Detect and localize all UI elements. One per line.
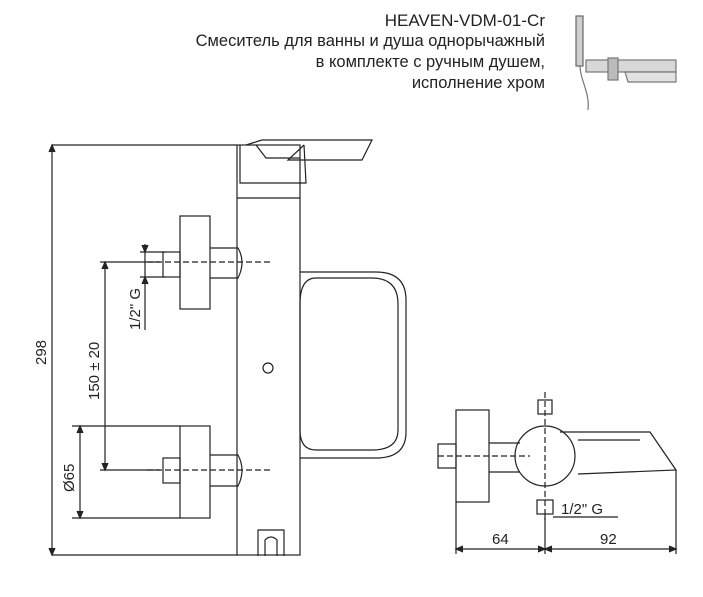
side-view bbox=[437, 392, 678, 520]
label-diameter: Ø65 bbox=[61, 464, 78, 492]
dim-center-distance bbox=[100, 260, 160, 472]
label-center-distance: 150 ± 20 bbox=[86, 342, 103, 400]
mixer-with-hand-shower-thumbnail-icon bbox=[575, 15, 677, 111]
front-view bbox=[100, 139, 407, 556]
product-model: HEAVEN-VDM-01-Cr bbox=[384, 11, 545, 30]
product-description-line-2: в комплекте с ручным душем, bbox=[315, 53, 545, 71]
label-depth-64: 64 bbox=[492, 531, 509, 548]
label-thread-left: 1/2" G bbox=[127, 288, 144, 330]
dim-side-depth bbox=[454, 470, 678, 554]
label-height-298: 298 bbox=[33, 340, 50, 365]
dim-diameter bbox=[72, 424, 100, 520]
header-block: HEAVEN-VDM-01-Cr Смеситель для ванны и д… bbox=[196, 10, 545, 94]
dim-height-298 bbox=[48, 143, 237, 557]
label-depth-92: 92 bbox=[600, 531, 617, 548]
label-thread-side: 1/2" G bbox=[561, 501, 603, 518]
product-description-line-1: Смеситель для ванны и душа однорычажный bbox=[195, 32, 545, 50]
product-description-line-3: исполнение хром bbox=[411, 74, 545, 92]
dim-thread-left bbox=[140, 244, 165, 330]
